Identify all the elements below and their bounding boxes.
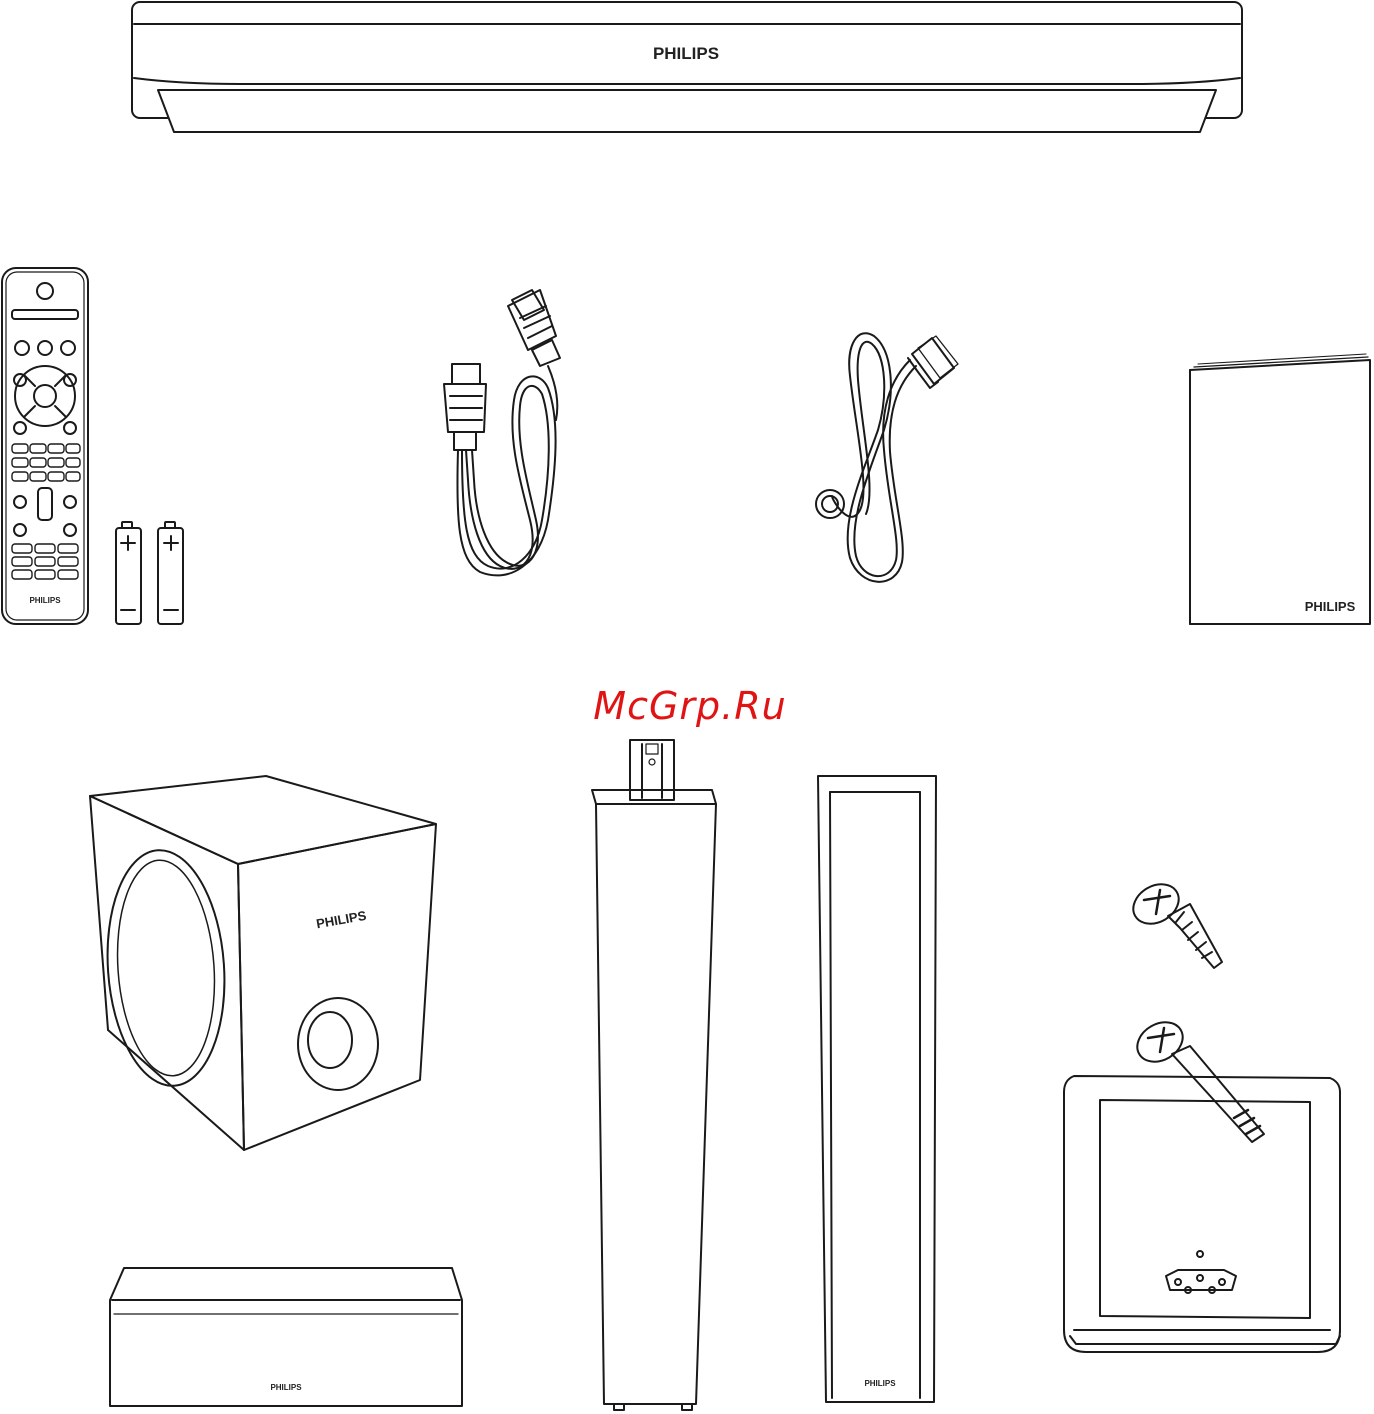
battery-1 — [116, 522, 141, 624]
tall-speaker: PHILIPS — [818, 776, 936, 1402]
user-manual: PHILIPS — [1190, 354, 1370, 624]
rj45-connector — [908, 336, 958, 388]
speaker-stand-base — [1064, 1076, 1340, 1352]
main-unit-logo: PHILIPS — [653, 44, 719, 63]
tall-speaker-with-connector — [592, 740, 716, 1410]
center-speaker: PHILIPS — [110, 1268, 462, 1406]
hdmi-connector-top — [508, 290, 560, 366]
batteries — [116, 522, 183, 624]
short-screw — [1126, 876, 1222, 968]
hdmi-cable — [444, 290, 560, 575]
subwoofer-logo: PHILIPS — [315, 908, 368, 932]
tall-speaker-logo: PHILIPS — [864, 1379, 896, 1388]
subwoofer: PHILIPS — [90, 776, 436, 1150]
main-unit: PHILIPS — [132, 2, 1242, 132]
remote-control: PHILIPS — [2, 268, 88, 624]
remote-logo: PHILIPS — [29, 596, 61, 605]
hdmi-connector-left — [444, 364, 486, 450]
battery-2 — [158, 522, 183, 624]
watermark-text: McGrp.Ru — [560, 684, 820, 728]
manual-logo: PHILIPS — [1305, 599, 1356, 614]
network-cable — [816, 333, 958, 582]
center-speaker-logo: PHILIPS — [270, 1383, 302, 1392]
